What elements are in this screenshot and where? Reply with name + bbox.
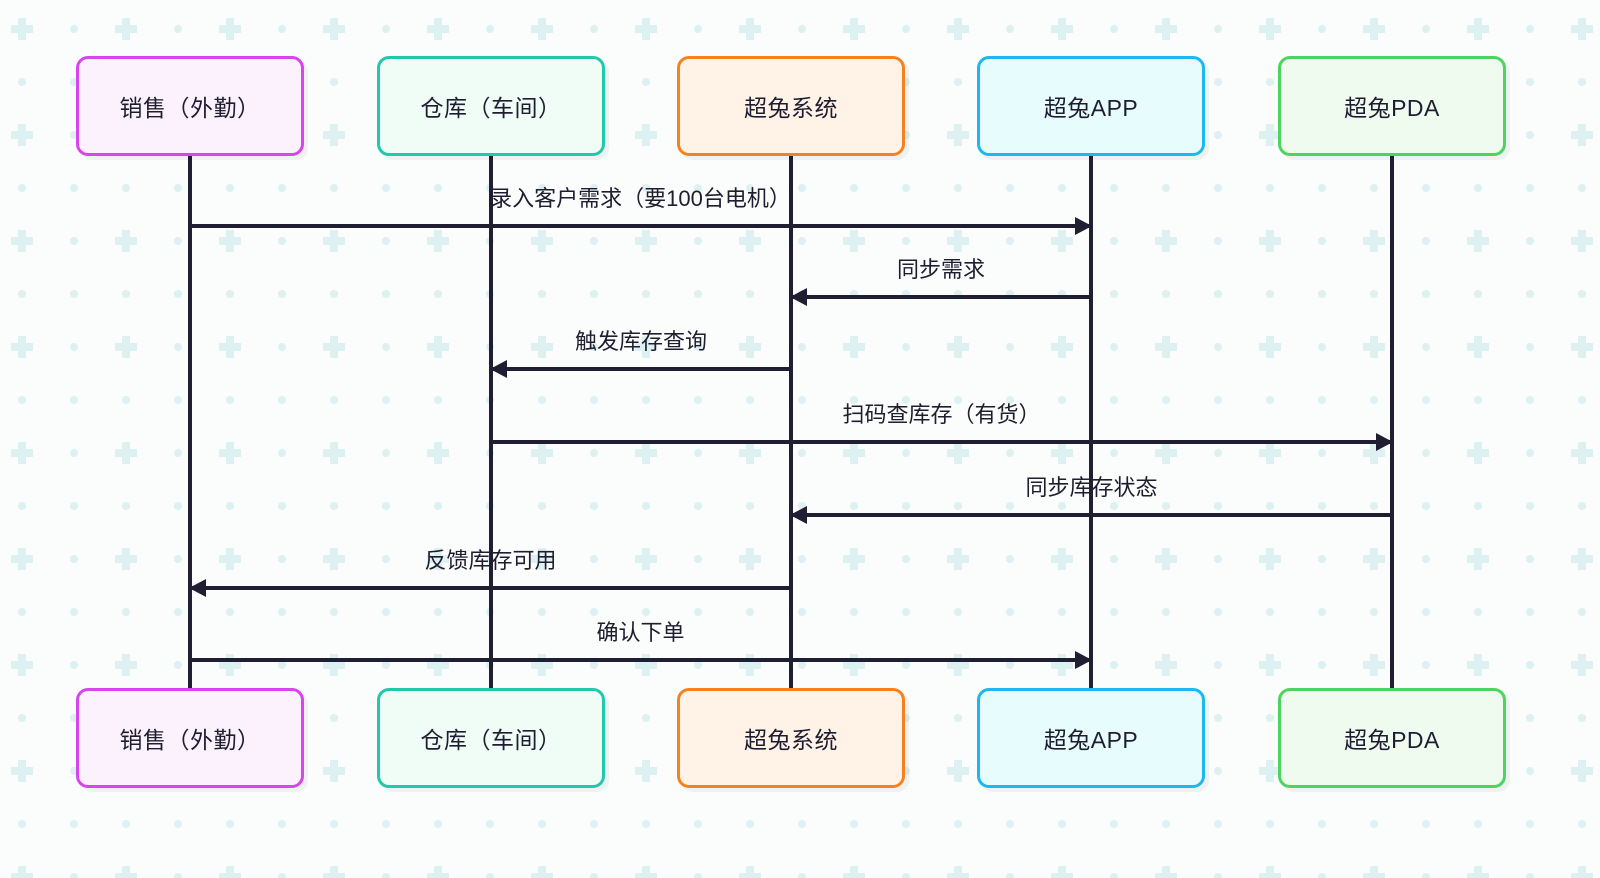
message-line [491, 367, 791, 371]
participant-header-sales[interactable]: 销售（外勤） [76, 56, 304, 156]
participant-label: 销售（外勤） [119, 95, 261, 121]
arrowhead-right-icon [1075, 217, 1092, 235]
lifeline-pda [1390, 156, 1394, 688]
participant-label: 仓库（车间） [420, 727, 562, 753]
arrowhead-right-icon [1075, 651, 1092, 669]
arrowhead-right-icon [1376, 433, 1393, 451]
participant-footer-warehouse[interactable]: 仓库（车间） [377, 688, 605, 788]
message-label: 同步需求 [896, 256, 985, 282]
participant-label: 超兔PDA [1344, 727, 1440, 753]
participant-label: 销售（外勤） [119, 727, 261, 753]
message-line [190, 224, 1091, 228]
arrowhead-left-icon [790, 288, 807, 306]
participant-label: 超兔系统 [744, 95, 838, 121]
message-label: 确认下单 [596, 619, 685, 645]
participant-label: 超兔系统 [744, 727, 838, 753]
arrowhead-left-icon [790, 506, 807, 524]
message-label: 同步库存状态 [1025, 474, 1158, 500]
participant-header-system[interactable]: 超兔系统 [677, 56, 905, 156]
message-label: 扫码查库存（有货） [842, 401, 1041, 427]
participant-footer-sales[interactable]: 销售（外勤） [76, 688, 304, 788]
participant-footer-app[interactable]: 超兔APP [977, 688, 1205, 788]
participant-label: 超兔APP [1043, 95, 1139, 121]
message-label: 反馈库存可用 [424, 547, 557, 573]
lifeline-sales [188, 156, 192, 688]
message-line [791, 295, 1091, 299]
message-line [791, 513, 1392, 517]
message-line [190, 658, 1091, 662]
participant-header-pda[interactable]: 超兔PDA [1278, 56, 1506, 156]
participant-label: 超兔APP [1043, 727, 1139, 753]
participant-label: 超兔PDA [1344, 95, 1440, 121]
lifeline-warehouse [489, 156, 493, 688]
participant-footer-system[interactable]: 超兔系统 [677, 688, 905, 788]
message-line [190, 586, 791, 590]
lifeline-system [789, 156, 793, 688]
message-label: 触发库存查询 [574, 328, 707, 354]
arrowhead-left-icon [189, 579, 206, 597]
arrowhead-left-icon [490, 360, 507, 378]
lifeline-app [1089, 156, 1093, 688]
participant-header-app[interactable]: 超兔APP [977, 56, 1205, 156]
participant-footer-pda[interactable]: 超兔PDA [1278, 688, 1506, 788]
participant-header-warehouse[interactable]: 仓库（车间） [377, 56, 605, 156]
message-line [491, 440, 1392, 444]
message-label: 录入客户需求（要100台电机） [490, 185, 791, 211]
participant-label: 仓库（车间） [420, 95, 562, 121]
